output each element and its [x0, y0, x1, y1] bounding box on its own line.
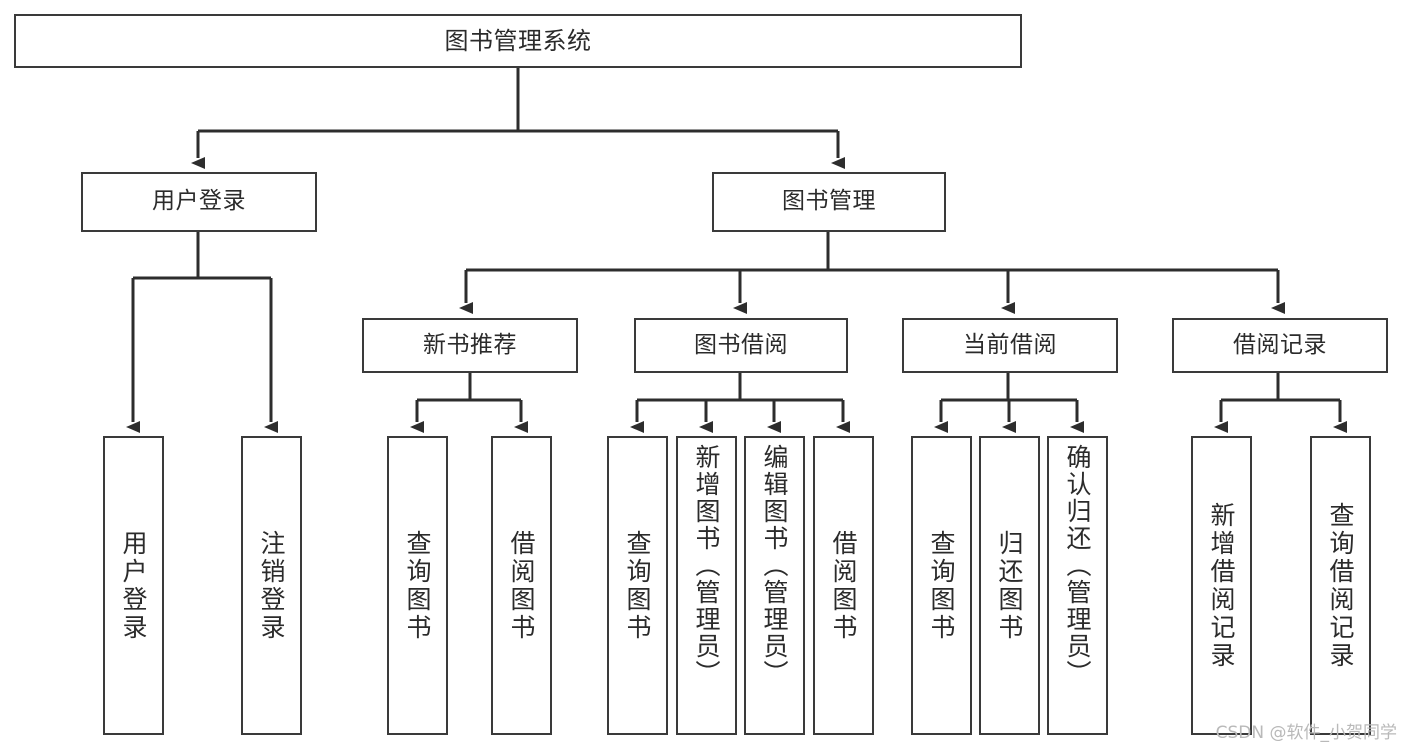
leaf-confirm-return-admin[interactable]: 确认归还（管理员） — [1047, 436, 1108, 735]
node-label: 用户登录 — [119, 529, 148, 642]
node-label: 查询图书 — [623, 529, 652, 642]
leaf-borrow-book-recommend[interactable]: 借阅图书 — [491, 436, 552, 735]
leaf-query-book-borrow[interactable]: 查询图书 — [607, 436, 668, 735]
leaf-add-book-admin[interactable]: 新增图书（管理员） — [676, 436, 737, 735]
leaf-query-borrow-record[interactable]: 查询借阅记录 — [1310, 436, 1371, 735]
node-root-system[interactable]: 图书管理系统 — [14, 14, 1022, 68]
node-borrow-record[interactable]: 借阅记录 — [1172, 318, 1388, 373]
leaf-user-logout[interactable]: 注销登录 — [241, 436, 302, 735]
node-label: 图书管理系统 — [444, 26, 592, 55]
node-label: 注销登录 — [257, 529, 286, 642]
node-book-management[interactable]: 图书管理 — [712, 172, 946, 232]
node-label: 确认归还（管理员） — [1063, 444, 1092, 687]
node-label: 新增图书（管理员） — [692, 444, 721, 687]
node-label: 图书借阅 — [694, 331, 788, 358]
node-label: 查询图书 — [403, 529, 432, 642]
leaf-user-login[interactable]: 用户登录 — [103, 436, 164, 735]
leaf-add-borrow-record[interactable]: 新增借阅记录 — [1191, 436, 1252, 735]
node-label: 用户登录 — [152, 188, 246, 215]
node-label: 图书管理 — [782, 188, 876, 215]
node-label: 编辑图书（管理员） — [760, 444, 789, 687]
node-book-borrow[interactable]: 图书借阅 — [634, 318, 848, 373]
node-label: 借阅图书 — [507, 529, 536, 642]
leaf-query-book-current[interactable]: 查询图书 — [911, 436, 972, 735]
node-new-book-recommend[interactable]: 新书推荐 — [362, 318, 578, 373]
node-label: 查询借阅记录 — [1326, 501, 1355, 670]
node-label: 新书推荐 — [423, 331, 517, 358]
node-label: 新增借阅记录 — [1207, 501, 1236, 670]
node-label: 归还图书 — [995, 529, 1024, 642]
leaf-return-book[interactable]: 归还图书 — [979, 436, 1040, 735]
node-label: 借阅图书 — [829, 529, 858, 642]
watermark-text: CSDN @软件_小贺同学 — [1215, 723, 1397, 743]
leaf-borrow-book[interactable]: 借阅图书 — [813, 436, 874, 735]
node-label: 当前借阅 — [963, 331, 1057, 358]
leaf-query-book-recommend[interactable]: 查询图书 — [387, 436, 448, 735]
node-label: 查询图书 — [927, 529, 956, 642]
leaf-edit-book-admin[interactable]: 编辑图书（管理员） — [744, 436, 805, 735]
node-user-login[interactable]: 用户登录 — [81, 172, 317, 232]
node-label: 借阅记录 — [1233, 331, 1327, 358]
node-current-borrow[interactable]: 当前借阅 — [902, 318, 1118, 373]
